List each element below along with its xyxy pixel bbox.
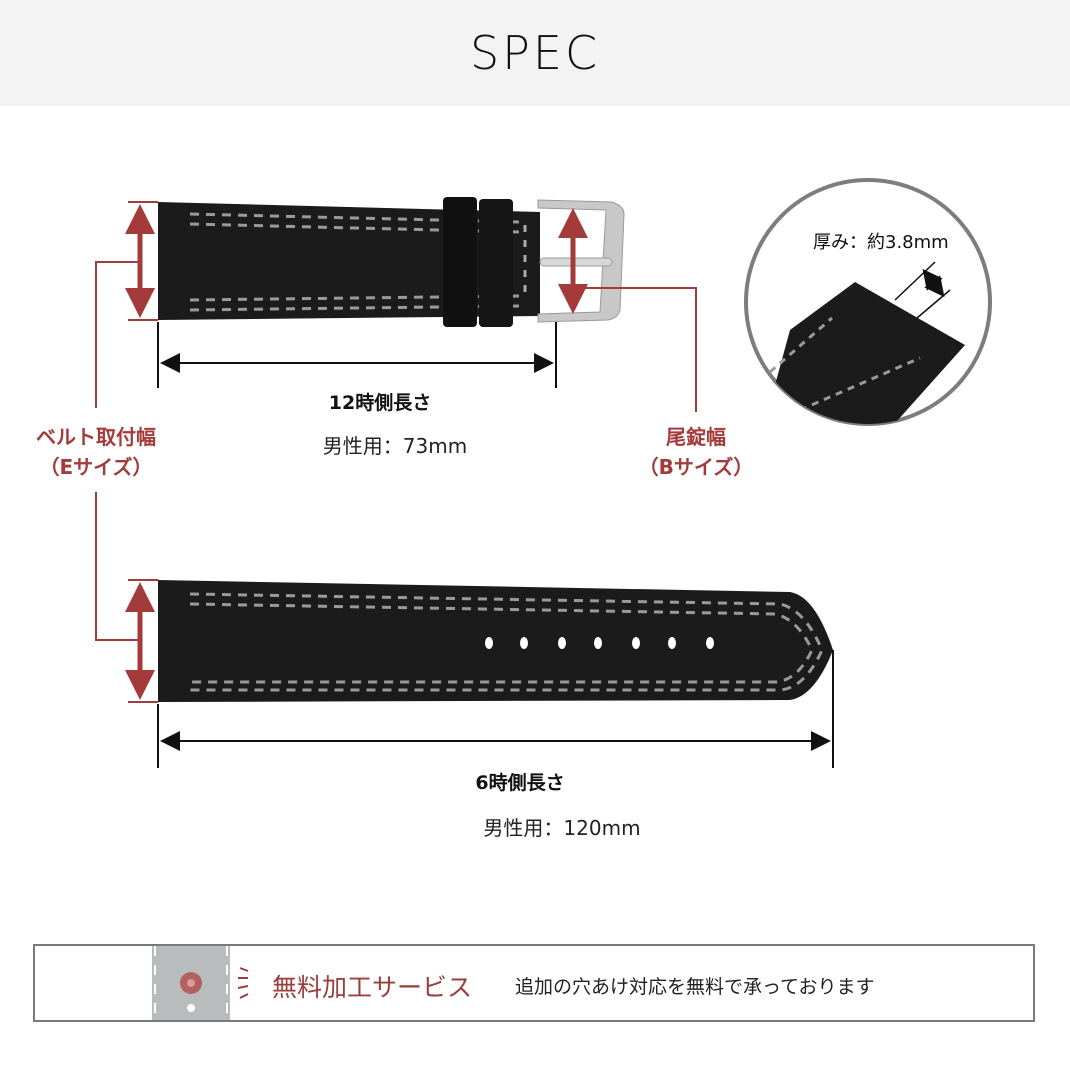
service-title: 無料加工サービス <box>272 973 473 1002</box>
strap-12-oclock <box>158 197 625 327</box>
six-oclock-title: 6時側長さ <box>475 772 565 794</box>
twelve-oclock-title: 12時側長さ <box>328 392 432 414</box>
page-title: SPEC <box>469 26 601 80</box>
header: SPEC <box>0 0 1070 106</box>
thickness-detail-circle <box>744 178 992 426</box>
six-oclock-value: 男性用：120mm <box>483 816 641 840</box>
thickness-label: 厚み：約3.8mm <box>813 232 949 253</box>
strap-6-oclock <box>158 580 833 702</box>
twelve-oclock-value: 男性用：73mm <box>322 434 468 458</box>
belt-width-label: ベルト取付幅 （Eサイズ） <box>36 425 156 479</box>
buckle-width-label: 尾錠幅 （Bサイズ） <box>638 425 754 479</box>
service-description: 追加の穴あけ対応を無料で承っております <box>515 976 875 998</box>
